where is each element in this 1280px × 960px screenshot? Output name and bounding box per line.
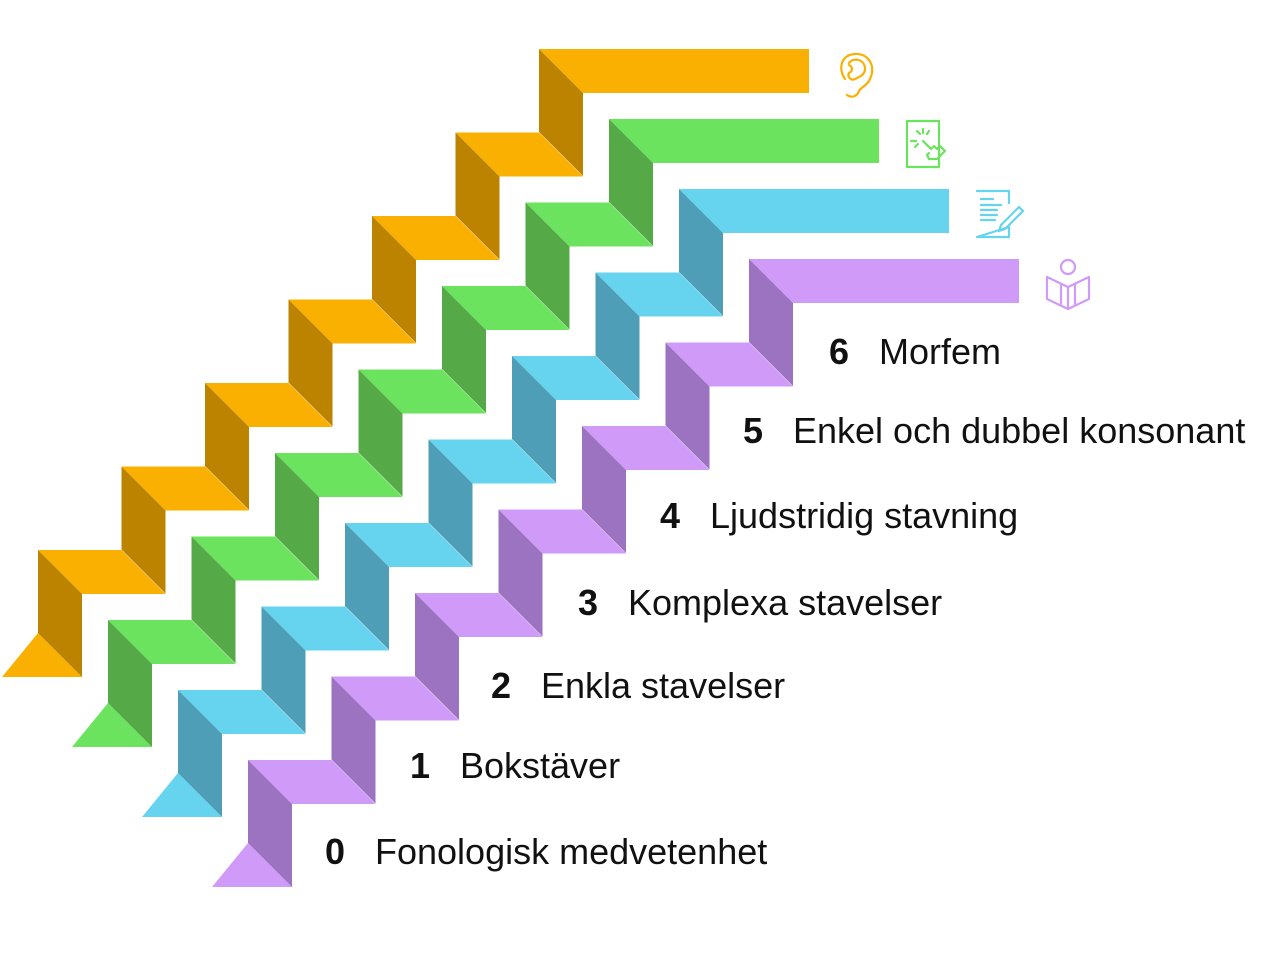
level-number: 6 (829, 331, 850, 372)
level-3: 3 Komplexa stavelser (578, 585, 942, 621)
stair-riser (455, 132, 500, 260)
staircase-purple (212, 259, 1019, 887)
level-label: Bokstäver (460, 745, 621, 786)
stair-riser (288, 299, 333, 427)
stair-tread (455, 132, 583, 177)
stair-tread (428, 439, 556, 484)
stair-tread (108, 620, 236, 664)
stair-top-bar (679, 189, 949, 233)
level-number: 5 (743, 410, 764, 451)
stair-tread (595, 272, 723, 317)
stair-tread (358, 369, 486, 414)
stair-riser (749, 259, 793, 386)
stair-top-bar (609, 119, 879, 163)
document-pen-icon (975, 189, 1025, 239)
stair-riser (372, 216, 416, 343)
stair-riser (415, 593, 459, 720)
level-label: Komplexa stavelser (628, 582, 943, 623)
stair-tread (512, 356, 640, 400)
level-4: 4 Ljudstridig stavning (660, 498, 1018, 534)
stair-tread (331, 676, 459, 721)
stair-riser (498, 509, 543, 637)
stair-riser (665, 342, 710, 470)
stair-riser (38, 550, 82, 677)
stair-riser (609, 119, 653, 246)
stair-riser (582, 426, 626, 553)
stair-riser (121, 466, 166, 594)
level-number: 4 (660, 495, 681, 536)
stair-riser (345, 523, 389, 650)
stair-riser (275, 453, 319, 580)
level-label: Morfem (879, 331, 1002, 372)
stair-riser (261, 606, 306, 734)
stair-riser (178, 690, 222, 817)
stair-riser (248, 760, 292, 887)
stair-tread (525, 202, 653, 247)
stair-tread (442, 286, 570, 330)
stair-riser (108, 620, 152, 747)
stair-tread (121, 466, 249, 511)
stair-top-bar (749, 259, 1019, 303)
stair-riser (191, 536, 236, 664)
level-label: Enkla stavelser (541, 665, 786, 706)
level-number: 2 (491, 665, 512, 706)
stair-base-triangle (212, 843, 292, 887)
level-number: 1 (410, 745, 431, 786)
ear-icon (840, 52, 874, 98)
level-label: Ljudstridig stavning (710, 495, 1019, 536)
stair-riser (442, 286, 486, 413)
stair-top-bar (539, 49, 809, 93)
stair-riser (525, 202, 570, 330)
stair-riser (595, 272, 640, 400)
stair-tread (205, 383, 333, 427)
stair-tread (178, 690, 306, 734)
staircase-blue (142, 189, 949, 817)
level-number: 0 (325, 831, 346, 872)
level-5: 5 Enkel och dubbel konsonant (743, 413, 1245, 449)
stair-base-triangle (142, 773, 222, 817)
stair-tread (248, 760, 376, 804)
stair-tread (288, 299, 416, 344)
stair-riser (205, 383, 249, 510)
level-2: 2 Enkla stavelser (491, 668, 785, 704)
stair-tread (261, 606, 389, 651)
stair-riser (679, 189, 723, 316)
stair-tread (582, 426, 710, 470)
stair-tread (345, 523, 473, 567)
stair-riser (331, 676, 376, 804)
stair-base-triangle (72, 703, 152, 747)
stair-riser (539, 49, 583, 176)
level-1: 1 Bokstäver (410, 748, 620, 784)
stair-tread (498, 509, 626, 554)
level-number: 3 (578, 582, 599, 623)
stair-tread (275, 453, 403, 497)
stair-riser (358, 369, 403, 497)
level-6: 6 Morfem (829, 334, 1001, 370)
level-label: Enkel och dubbel konsonant (793, 410, 1246, 451)
stair-base-triangle (2, 633, 82, 677)
stair-tread (665, 342, 793, 387)
staircase-orange (2, 49, 809, 677)
stair-riser (512, 356, 556, 483)
stair-tread (415, 593, 543, 637)
staircase-green (72, 119, 879, 747)
level-label: Fonologisk medvetenhet (375, 831, 768, 872)
stair-riser (428, 439, 473, 567)
level-0: 0 Fonologisk medvetenhet (325, 834, 767, 870)
stair-tread (372, 216, 500, 260)
touch-screen-icon (905, 119, 947, 169)
stair-tread (191, 536, 319, 581)
stair-tread (38, 550, 166, 594)
reading-person-icon (1045, 258, 1091, 311)
